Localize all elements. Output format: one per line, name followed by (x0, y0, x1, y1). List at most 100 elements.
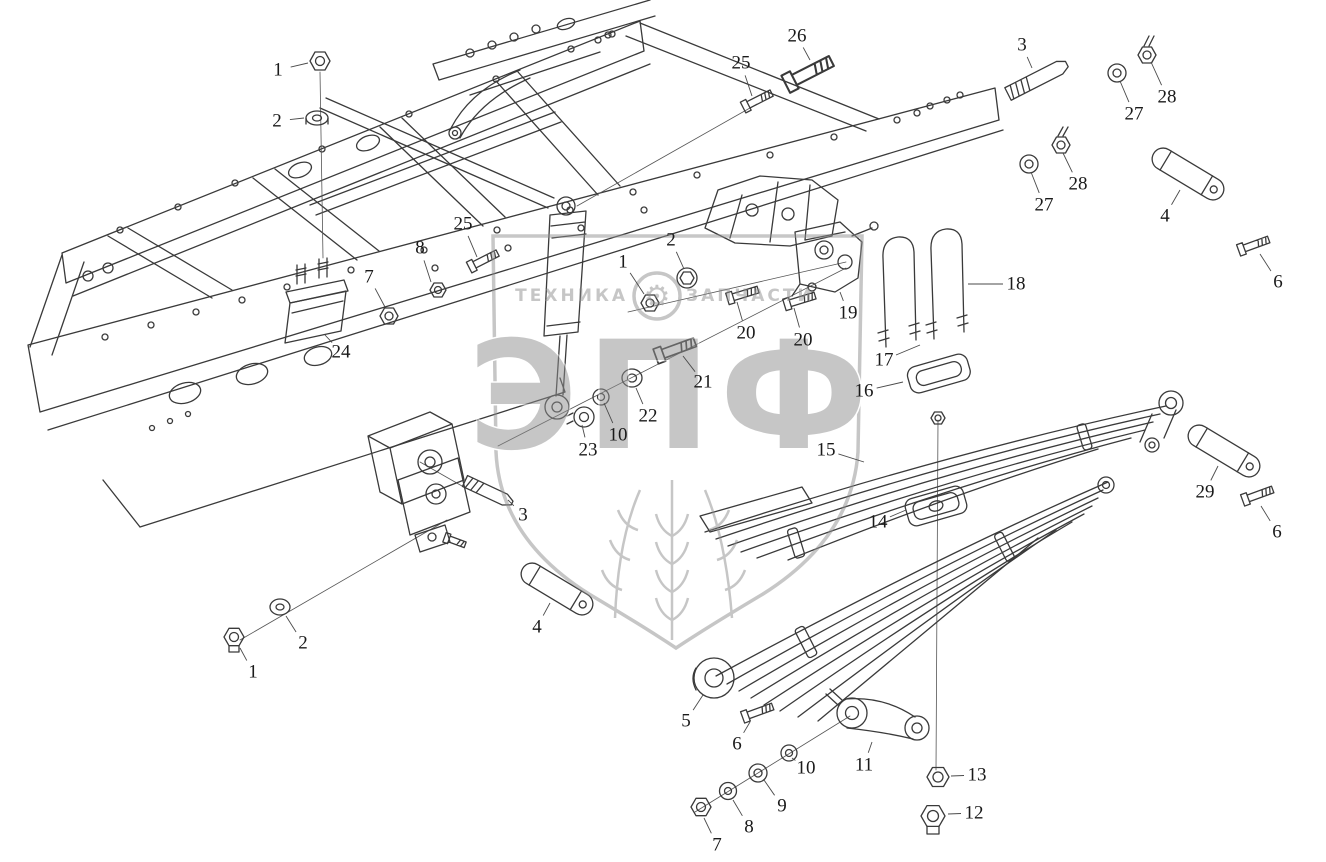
callout-leader (867, 741, 873, 753)
callout-leader (239, 647, 248, 661)
callout-leader (838, 453, 865, 463)
axis-lines (239, 71, 939, 813)
callout-label: 16 (855, 381, 874, 402)
callout-label: 20 (737, 323, 756, 344)
callout-label: 25 (732, 53, 751, 74)
callout-label: 1 (273, 60, 283, 81)
torque-rod-4-lower (520, 562, 594, 616)
callout-leader (682, 355, 696, 372)
bolt-21 (652, 337, 698, 365)
callout-label: 17 (875, 350, 894, 371)
pin-3-upper (1004, 60, 1069, 101)
callout-label: 9 (777, 796, 787, 817)
callout-leader (285, 615, 297, 633)
callout-label: 10 (797, 758, 816, 779)
callout-label: 2 (666, 230, 676, 251)
callout-label: 1 (618, 252, 628, 273)
shock-absorber (543, 196, 587, 420)
nut-7-middle (379, 307, 399, 325)
ring-2-bottom (269, 598, 291, 616)
callout-label: 13 (968, 765, 987, 786)
chassis-frame (27, 0, 1004, 528)
callout-label: 22 (639, 406, 658, 427)
spring-eye-bushing-5 (692, 657, 735, 699)
drawing-layer (27, 0, 1275, 835)
callout-leader (290, 62, 309, 68)
callout-leader (1119, 80, 1130, 103)
callout-label: 18 (1007, 274, 1026, 295)
callout-leader (1210, 465, 1219, 481)
callout-leader (791, 757, 796, 761)
callout-leader (763, 779, 775, 796)
callout-leader (950, 775, 965, 777)
callout-leader (374, 288, 386, 308)
washer-27-left (1019, 154, 1039, 174)
callout-leader (802, 47, 811, 61)
callout-leader (675, 251, 685, 270)
callout-leader (732, 799, 743, 817)
watermark-shield (491, 234, 864, 651)
washer-22 (621, 368, 643, 388)
bolt-6-upper (1235, 235, 1271, 257)
callout-label: 15 (817, 440, 836, 461)
callout-label: 5 (681, 711, 691, 732)
bolt-25-upper (739, 89, 774, 114)
nut-7-bottom (690, 797, 712, 817)
watermark-wheat (600, 480, 747, 640)
torque-rod-4-upper (1151, 147, 1225, 201)
spring-pad-16 (906, 353, 971, 394)
watermark-brand: ЭПФ (468, 310, 876, 484)
equalizer-arm-11 (825, 688, 930, 741)
bolt-25-lower (465, 249, 500, 274)
spring-hanger-bracket-front (367, 411, 465, 505)
nut-28-right (1137, 35, 1157, 64)
callout-label: 27 (1035, 195, 1054, 216)
callout-label: 23 (579, 440, 598, 461)
bolt-bracket-lug (442, 531, 467, 549)
callout-leader (581, 424, 586, 438)
spring-seat-wedge (699, 486, 813, 533)
center-bolt-nut (930, 411, 946, 425)
flange-nut-2-top (305, 110, 329, 126)
bushing-23 (566, 406, 595, 428)
nut-12 (920, 804, 946, 835)
callout-leader (692, 694, 704, 711)
flange-nut-2-middle (676, 267, 698, 289)
callout-label: 7 (712, 835, 722, 856)
callout-label: 7 (364, 267, 374, 288)
bolt-20-right (782, 291, 817, 312)
nut-1-top (309, 51, 331, 71)
callout-leader (839, 291, 844, 302)
callout-leader (793, 307, 800, 328)
callout-leader (423, 260, 432, 283)
cover-plate-14 (904, 485, 968, 527)
callout-leader (1260, 505, 1271, 522)
nut-1-bottom (223, 627, 245, 653)
callout-label: 8 (415, 238, 425, 259)
callout-leader (895, 344, 921, 356)
leaf-spring-upper (704, 390, 1184, 561)
callout-label: 12 (965, 803, 984, 824)
washer-8-bottom (718, 781, 738, 801)
cast-bracket (704, 175, 839, 247)
bolt-6-lower (739, 702, 775, 724)
callout-label: 29 (1196, 482, 1215, 503)
callout-label: 1 (248, 662, 258, 683)
washer-10-upper (592, 388, 610, 406)
watermark: ⚙ ТЕХНИКА ЗАПЧАСТИ ЭПФ (466, 234, 876, 651)
callout-label: 11 (855, 755, 873, 776)
rubber-buffer (284, 257, 349, 344)
washer-10-bottom (780, 744, 798, 762)
callout-label: 21 (694, 372, 713, 393)
callout-leader (1171, 189, 1181, 205)
callout-label: 6 (1273, 272, 1283, 293)
callout-leader (507, 499, 515, 507)
u-bolts (877, 228, 969, 348)
callout-label: 24 (332, 342, 352, 363)
callout-label: 10 (609, 425, 628, 446)
callout-label: 19 (839, 303, 858, 324)
callout-label: 20 (794, 330, 813, 351)
watermark-tagline-right: ЗАПЧАСТИ (686, 286, 815, 306)
watermark-gear-ring (632, 271, 682, 321)
